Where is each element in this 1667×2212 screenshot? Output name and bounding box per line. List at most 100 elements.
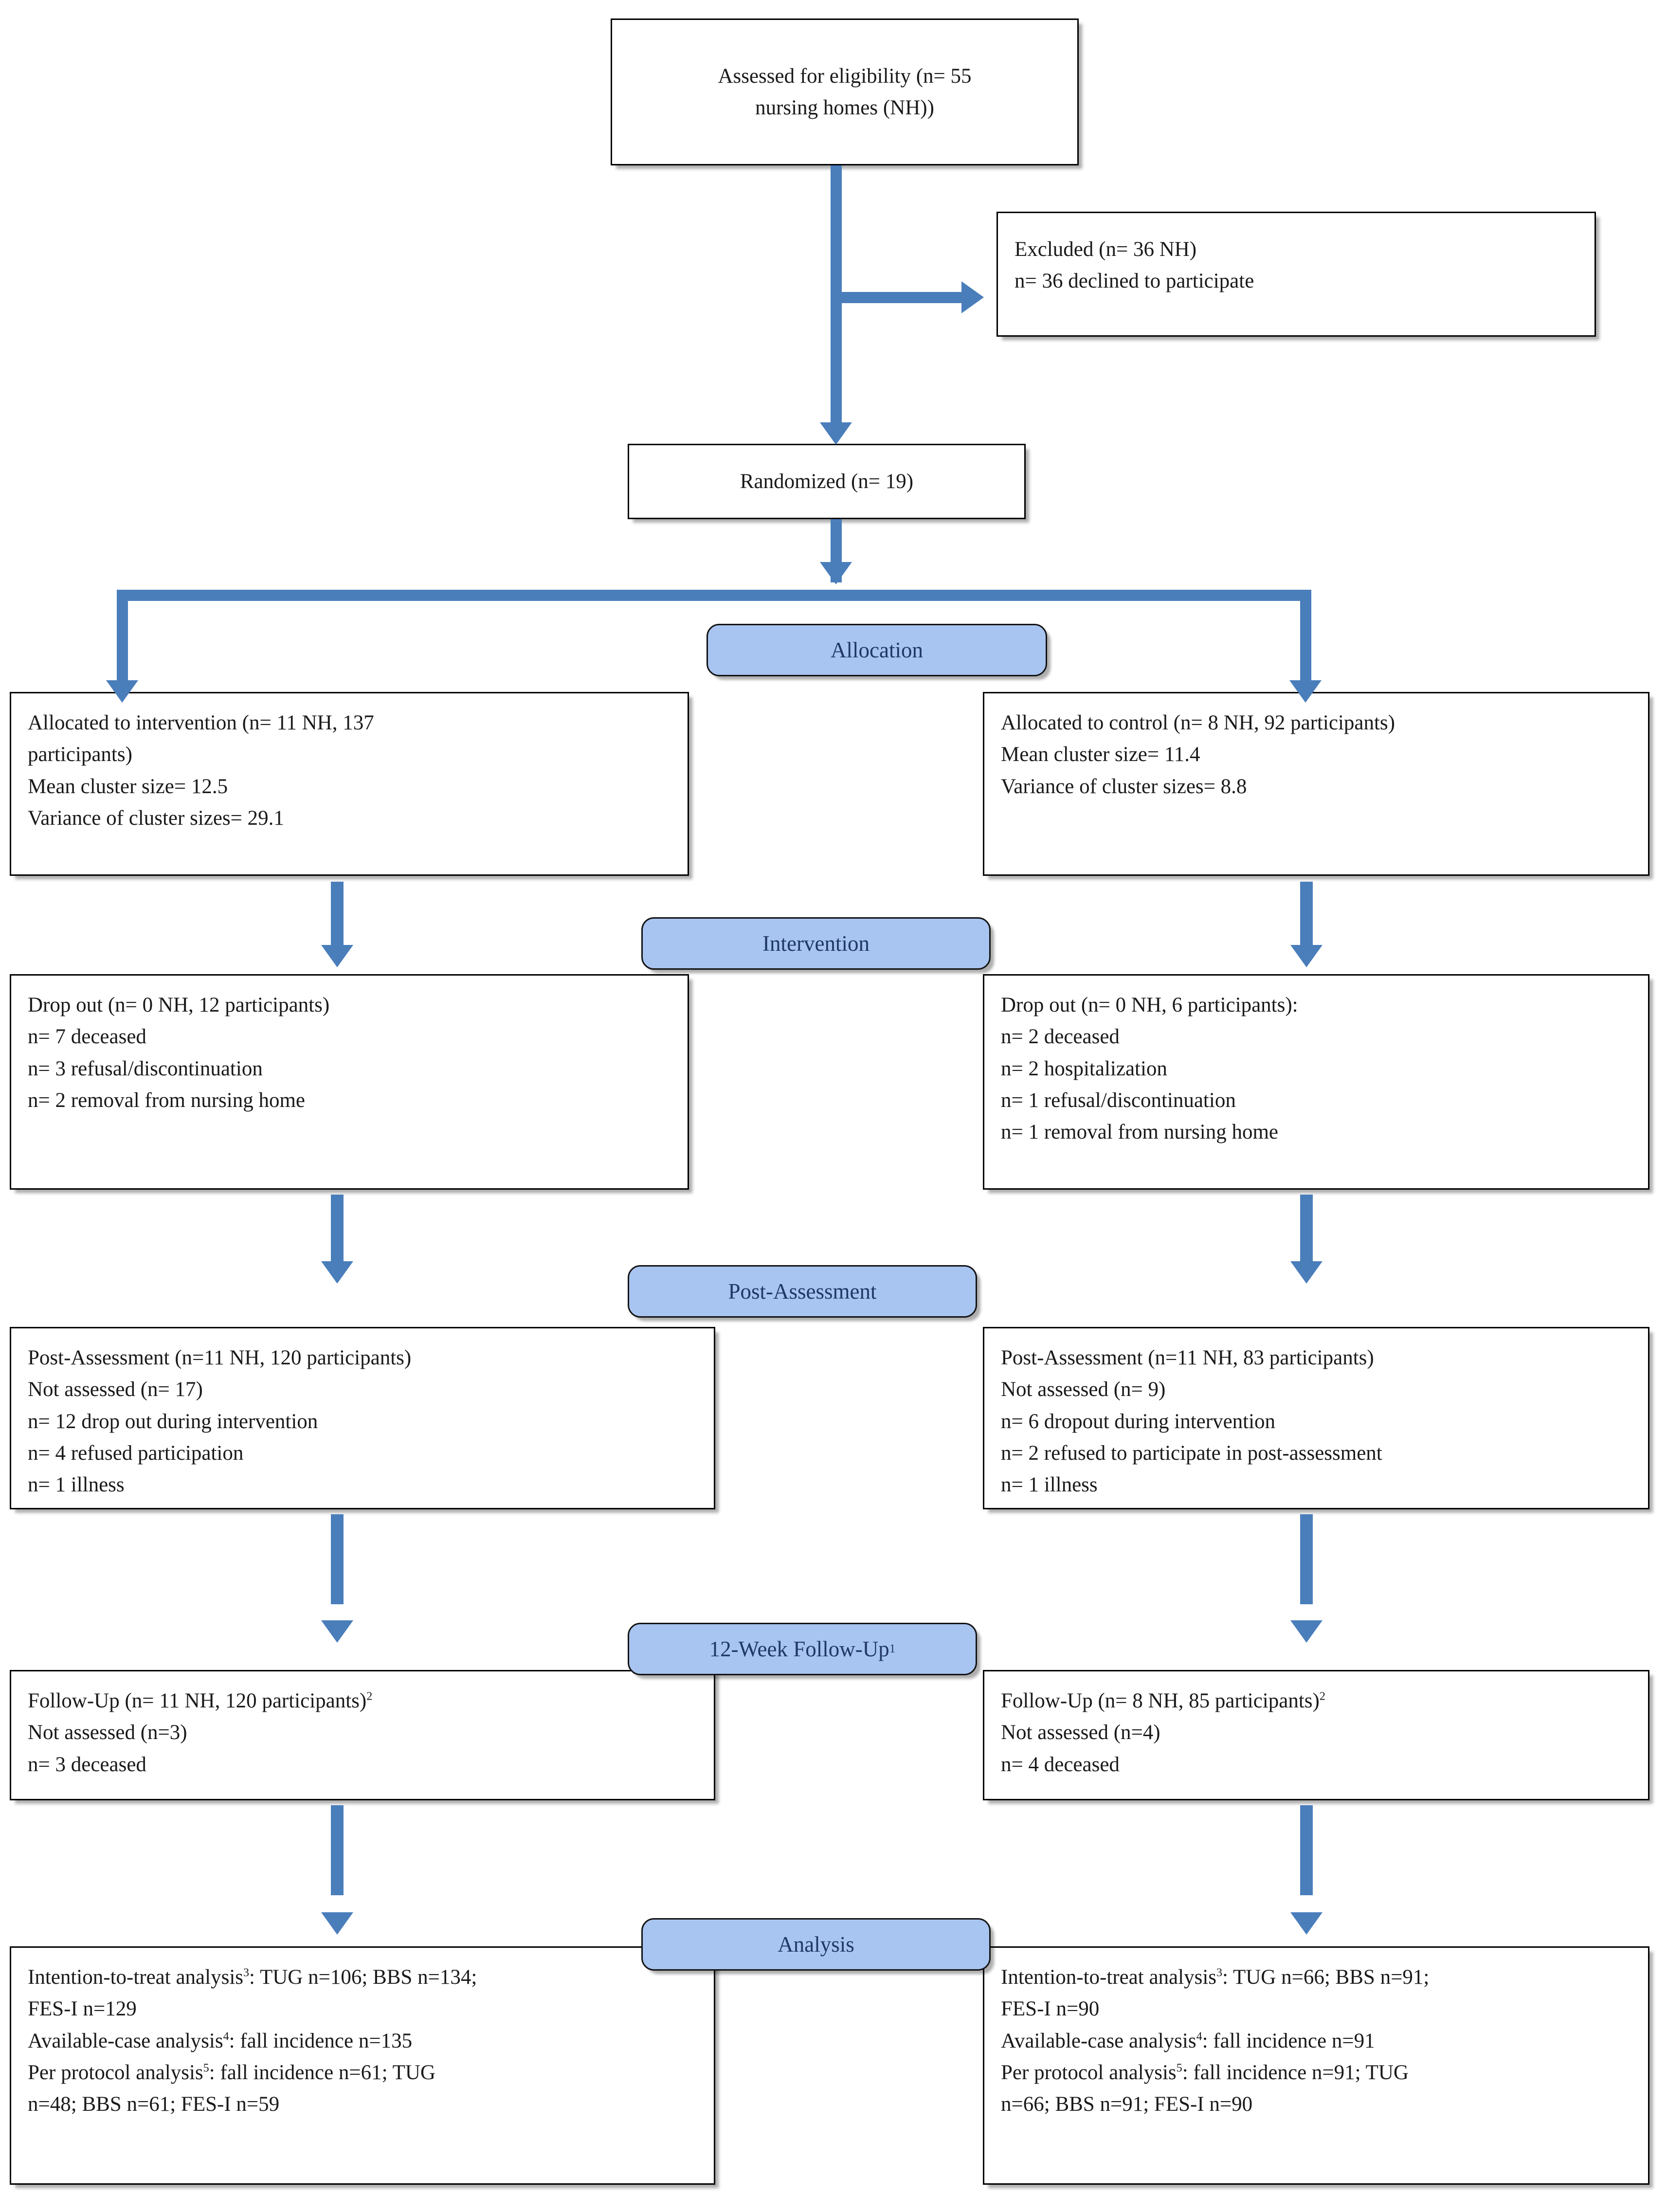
interv-right-line-5: n= 1 removal from nursing home xyxy=(1001,1121,1279,1144)
analysis-left-line-4: Per protocol analysis5: fall incidence n… xyxy=(28,2057,697,2088)
stage-banner-followup-label: 12-Week Follow-Up xyxy=(709,1637,889,1661)
interv-right-line-3: n= 2 hospitalization xyxy=(1001,1057,1167,1080)
stage-banner-post-assessment: Post-Assessment xyxy=(628,1265,977,1318)
analysis-right-pp-superscript: 5 xyxy=(1176,2062,1182,2075)
analysis-right-itt-superscript: 3 xyxy=(1216,1966,1223,1979)
followup-intervention-box: Follow-Up (n= 11 NH, 120 participants)2 … xyxy=(10,1670,715,1800)
arrow-assessed-to-randomized-head xyxy=(820,422,852,445)
arrow-right-followup-to-analysis-shaft xyxy=(1300,1805,1313,1895)
analysis-right-ac-label: Available-case analysis xyxy=(1001,2029,1196,2052)
alloc-left-line-2: participants) xyxy=(28,743,132,766)
followup-right-superscript: 2 xyxy=(1319,1690,1325,1703)
arrow-right-followup-to-analysis-head xyxy=(1290,1912,1323,1935)
arrow-left-post-to-followup-head xyxy=(321,1620,353,1643)
analysis-left-line-2: FES-I n=129 xyxy=(28,1997,137,2021)
arrow-left-followup-to-analysis-shaft xyxy=(331,1805,344,1895)
analysis-left-line-3: Available-case analysis4: fall incidence… xyxy=(28,2025,697,2057)
split-bar-horizontal xyxy=(117,590,1311,601)
arrow-to-excluded-shaft xyxy=(836,292,965,303)
arrow-right-alloc-to-interv-shaft xyxy=(1300,882,1313,951)
post-left-line-2: Not assessed (n= 17) xyxy=(28,1378,203,1401)
allocated-control-box: Allocated to control (n= 8 NH, 92 partic… xyxy=(983,692,1649,876)
analysis-left-itt-label: Intention-to-treat analysis xyxy=(28,1966,243,1989)
analysis-right-ac-values: : fall incidence n=91 xyxy=(1202,2029,1375,2052)
analysis-left-pp-values: : fall incidence n=61; TUG xyxy=(209,2061,435,2085)
split-left-shaft xyxy=(117,590,128,692)
analysis-left-ac-values: : fall incidence n=135 xyxy=(229,2029,413,2052)
stage-banner-allocation-label: Allocation xyxy=(831,638,923,662)
followup-left-superscript: 2 xyxy=(366,1690,373,1703)
arrow-right-alloc-to-interv-head xyxy=(1290,945,1323,967)
analysis-right-line-1: Intention-to-treat analysis3: TUG n=66; … xyxy=(1001,1961,1631,1993)
assessed-line-2: nursing homes (NH)) xyxy=(755,96,934,119)
stage-banner-intervention: Intervention xyxy=(641,917,991,970)
excluded-line-1: Excluded (n= 36 NH) xyxy=(1015,238,1197,261)
randomized-line-1: Randomized (n= 19) xyxy=(740,470,914,493)
interv-left-line-1: Drop out (n= 0 NH, 12 participants) xyxy=(28,994,330,1016)
stage-banner-post-assessment-label: Post-Assessment xyxy=(728,1279,877,1304)
interv-right-line-1: Drop out (n= 0 NH, 6 participants): xyxy=(1001,994,1298,1016)
post-right-line-2: Not assessed (n= 9) xyxy=(1001,1378,1166,1401)
alloc-left-line-3: Mean cluster size= 12.5 xyxy=(28,775,228,798)
interv-right-line-4: n= 1 refusal/discontinuation xyxy=(1001,1089,1236,1112)
dropout-control-box: Drop out (n= 0 NH, 6 participants): n= 2… xyxy=(983,974,1649,1190)
arrow-randomized-down-head xyxy=(820,562,852,584)
interv-left-line-4: n= 2 removal from nursing home xyxy=(28,1089,306,1112)
excluded-box: Excluded (n= 36 NH) n= 36 declined to pa… xyxy=(997,212,1596,337)
stage-banner-allocation: Allocation xyxy=(707,624,1047,676)
split-right-shaft xyxy=(1300,590,1311,692)
alloc-right-line-1: Allocated to control (n= 8 NH, 92 partic… xyxy=(1001,711,1395,734)
arrow-left-post-to-followup-shaft xyxy=(331,1514,344,1604)
arrow-right-interv-to-post-head xyxy=(1290,1261,1323,1284)
randomized-box: Randomized (n= 19) xyxy=(628,444,1026,519)
analysis-right-line-5: n=66; BBS n=91; FES-I n=90 xyxy=(1001,2093,1253,2116)
analysis-left-pp-label: Per protocol analysis xyxy=(28,2061,203,2085)
alloc-left-line-4: Variance of cluster sizes= 29.1 xyxy=(28,807,284,830)
split-left-head xyxy=(106,680,138,703)
arrow-to-excluded-head xyxy=(961,281,984,313)
post-left-line-3: n= 12 drop out during intervention xyxy=(28,1410,318,1433)
split-right-head xyxy=(1289,680,1322,703)
arrow-left-interv-to-post-shaft xyxy=(331,1195,344,1268)
arrow-left-alloc-to-interv-head xyxy=(321,945,353,967)
allocated-intervention-box: Allocated to intervention (n= 11 NH, 137… xyxy=(10,692,689,876)
assessed-for-eligibility-box: Assessed for eligibility (n= 55 nursing … xyxy=(611,18,1079,165)
analysis-right-line-4: Per protocol analysis5: fall incidence n… xyxy=(1001,2057,1631,2088)
stage-banner-analysis: Analysis xyxy=(641,1918,991,1971)
arrow-right-post-to-followup-head xyxy=(1290,1620,1323,1643)
post-assessment-intervention-box: Post-Assessment (n=11 NH, 120 participan… xyxy=(10,1327,715,1509)
arrow-right-interv-to-post-shaft xyxy=(1300,1195,1313,1268)
arrow-left-alloc-to-interv-shaft xyxy=(331,882,344,951)
followup-left-line-1: Follow-Up (n= 11 NH, 120 participants)2 xyxy=(28,1685,697,1717)
analysis-right-itt-label: Intention-to-treat analysis xyxy=(1001,1966,1216,1989)
excluded-line-2: n= 36 declined to participate xyxy=(1015,270,1254,293)
post-right-line-3: n= 6 dropout during intervention xyxy=(1001,1410,1276,1433)
post-assessment-control-box: Post-Assessment (n=11 NH, 83 participant… xyxy=(983,1327,1649,1509)
analysis-control-box: Intention-to-treat analysis3: TUG n=66; … xyxy=(983,1946,1649,2185)
analysis-left-pp-superscript: 5 xyxy=(203,2062,209,2075)
analysis-left-itt-superscript: 3 xyxy=(243,1966,250,1979)
analysis-left-ac-label: Available-case analysis xyxy=(28,2029,223,2052)
stage-banner-analysis-label: Analysis xyxy=(778,1932,854,1957)
followup-left-line-3: n= 3 deceased xyxy=(28,1753,146,1776)
stage-banner-intervention-label: Intervention xyxy=(762,931,870,956)
followup-left-line-1-text: Follow-Up (n= 11 NH, 120 participants) xyxy=(28,1689,367,1712)
followup-right-line-1: Follow-Up (n= 8 NH, 85 participants)2 xyxy=(1001,1685,1631,1717)
assessed-line-1: Assessed for eligibility (n= 55 xyxy=(718,64,972,88)
interv-left-line-3: n= 3 refusal/discontinuation xyxy=(28,1057,263,1080)
analysis-intervention-box: Intention-to-treat analysis3: TUG n=106;… xyxy=(10,1946,715,2185)
alloc-right-line-3: Variance of cluster sizes= 8.8 xyxy=(1001,775,1247,798)
post-left-line-1: Post-Assessment (n=11 NH, 120 participan… xyxy=(28,1346,412,1369)
analysis-right-ac-superscript: 4 xyxy=(1196,2030,1202,2043)
followup-right-line-3: n= 4 deceased xyxy=(1001,1753,1120,1776)
followup-control-box: Follow-Up (n= 8 NH, 85 participants)2 No… xyxy=(983,1670,1649,1800)
analysis-left-itt-values: : TUG n=106; BBS n=134; xyxy=(249,1966,477,1989)
dropout-intervention-box: Drop out (n= 0 NH, 12 participants) n= 7… xyxy=(10,974,689,1190)
analysis-left-line-1: Intention-to-treat analysis3: TUG n=106;… xyxy=(28,1961,697,1993)
arrow-left-followup-to-analysis-head xyxy=(321,1912,353,1935)
alloc-left-line-1: Allocated to intervention (n= 11 NH, 137 xyxy=(28,711,374,734)
arrow-left-interv-to-post-head xyxy=(321,1261,353,1284)
interv-left-line-2: n= 7 deceased xyxy=(28,1025,146,1049)
analysis-right-pp-label: Per protocol analysis xyxy=(1001,2061,1177,2085)
analysis-right-line-3: Available-case analysis4: fall incidence… xyxy=(1001,2025,1631,2057)
